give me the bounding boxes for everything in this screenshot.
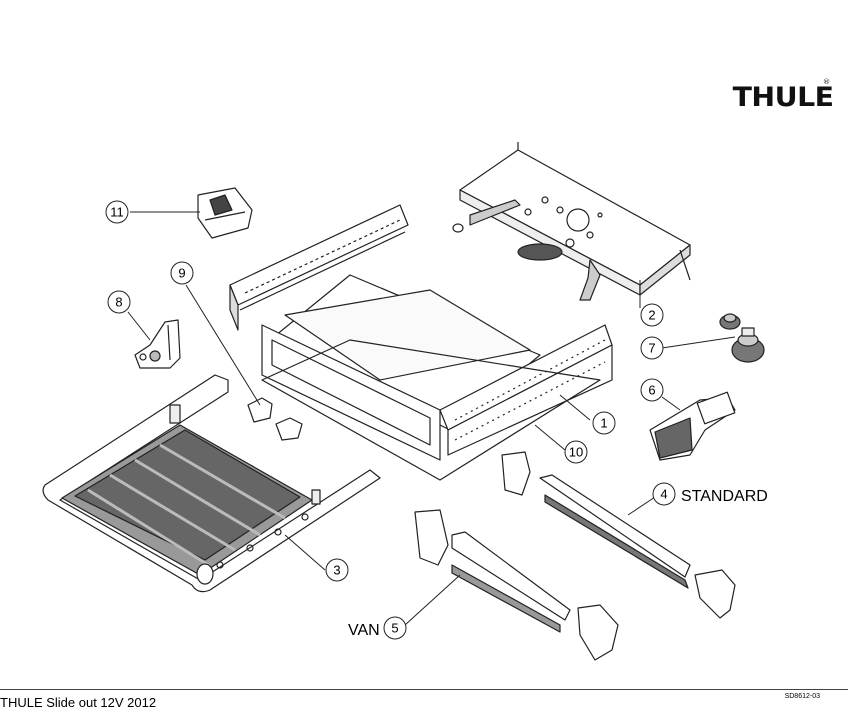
callout-6-text: 6 <box>648 383 655 398</box>
callout-1 <box>592 411 616 435</box>
part-5-van-rail <box>414 509 619 661</box>
callout-5 <box>383 616 407 640</box>
part-8-bracket <box>134 319 181 369</box>
callout-9-text: 9 <box>178 266 185 281</box>
footer-divider <box>0 689 848 690</box>
label-van: VAN <box>348 622 380 639</box>
callout-3 <box>325 558 349 582</box>
callout-8-text: 8 <box>115 295 122 310</box>
callout-3-text: 3 <box>333 563 340 578</box>
callout-10 <box>564 440 588 464</box>
callout-7-text: 7 <box>648 341 655 356</box>
part-3-step <box>42 374 381 593</box>
part-11-bracket <box>197 187 253 239</box>
part-10-base-plate <box>261 339 601 481</box>
callout-1-text: 1 <box>600 416 607 431</box>
callout-2-text: 2 <box>648 308 655 323</box>
callout-11-text: 11 <box>110 205 124 220</box>
callout-7 <box>640 336 664 360</box>
callout-5-text: 5 <box>391 621 398 636</box>
footer-code: SD8612-03 <box>784 693 820 700</box>
part-2-motor-plate <box>452 142 691 301</box>
part-1-frame <box>229 204 613 461</box>
logo-text: THULE <box>732 82 834 113</box>
callout-8 <box>107 290 131 314</box>
callout-2 <box>640 303 664 327</box>
footer-title: THULE Slide out 12V 2012 <box>0 695 157 710</box>
part-4-standard-rail <box>501 451 736 619</box>
label-standard: STANDARD <box>681 488 768 505</box>
callout-6 <box>640 378 664 402</box>
registered-mark: ® <box>822 78 830 86</box>
callout-10-text: 10 <box>569 445 583 460</box>
part-6-motor <box>649 391 736 461</box>
callout-9 <box>170 261 194 285</box>
part-7-gears <box>719 313 765 363</box>
callout-11 <box>105 200 129 224</box>
part-9-clips <box>247 397 303 441</box>
thule-logo: THULE ® <box>732 78 834 113</box>
leader-lines <box>127 211 736 626</box>
callout-4-text: 4 <box>660 487 667 502</box>
callout-4 <box>652 482 676 506</box>
